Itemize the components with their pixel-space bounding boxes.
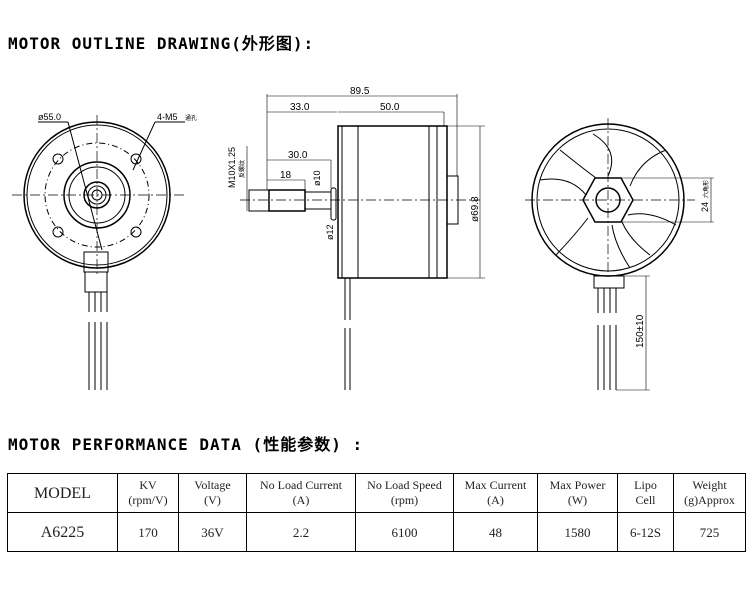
header-no-load-speed: No Load Speed(rpm) <box>355 473 454 513</box>
header-label: No Load Current <box>260 478 342 492</box>
holes-label: 4-M5 <box>157 112 178 122</box>
thread-spec: M10X1.25 <box>227 147 237 188</box>
cell-no-load-current: 2.2 <box>246 512 356 552</box>
mount-hole <box>52 153 64 165</box>
header-weight: Weight(g)Approx <box>673 473 746 513</box>
cell-kv: 170 <box>117 512 179 552</box>
lead-length-dim: 150±10 <box>635 314 646 348</box>
header-unit: (V) <box>204 493 221 507</box>
header-label: MODEL <box>34 484 91 502</box>
cell-no-load-speed: 6100 <box>355 512 454 552</box>
header-kv: KV(rpm/V) <box>117 473 179 513</box>
header-voltage: Voltage(V) <box>178 473 247 513</box>
header-unit: (W) <box>567 493 588 507</box>
thread-length-dim: 18 <box>280 170 292 181</box>
body-length-dim: 50.0 <box>380 102 400 113</box>
outline-heading: MOTOR OUTLINE DRAWING(外形图): <box>8 34 315 53</box>
cell-weight: 725 <box>673 512 746 552</box>
front-diameter-label: ø55.0 <box>38 112 61 122</box>
front-view: ø55.0 4-M5 通孔 <box>12 112 197 390</box>
mount-hole <box>130 226 142 238</box>
header-unit: (rpm/V) <box>128 493 168 507</box>
rear-view: 24 六角形 150±10 <box>525 118 714 391</box>
thread-note: 反螺纹 <box>238 160 246 178</box>
table-row: A6225 170 36V 2.2 6100 48 1580 6-12S 725 <box>7 512 746 552</box>
shaft-length-dim: 30.0 <box>288 150 308 161</box>
header-unit: (A) <box>292 493 310 507</box>
cell-max-power: 1580 <box>537 512 618 552</box>
cell-lipo-cell: 6-12S <box>617 512 674 552</box>
collar-diameter-dim: ø12 <box>325 224 335 240</box>
header-label: Weight <box>692 478 727 492</box>
performance-heading: MOTOR PERFORMANCE DATA (性能参数) : <box>8 435 364 454</box>
header-unit: (g)Approx <box>684 493 735 507</box>
table-header-row: MODEL KV(rpm/V) Voltage(V) No Load Curre… <box>7 473 746 513</box>
rear-lead-wires <box>597 288 617 390</box>
header-unit: (A) <box>487 493 504 507</box>
header-no-load-current: No Load Current(A) <box>246 473 356 513</box>
header-label: Max Power <box>549 478 606 492</box>
hex-size-dim: 24 <box>700 202 710 212</box>
side-view: 89.5 33.0 50.0 30.0 18 ø10 ø12 ø69.8 M10… <box>227 86 485 390</box>
holes-note: 通孔 <box>185 114 197 122</box>
cell-model: A6225 <box>7 512 118 552</box>
body-diameter-dim: ø69.8 <box>470 196 481 222</box>
lead-wires <box>88 292 108 390</box>
header-max-current: Max Current(A) <box>453 473 538 513</box>
hex-note: 六角形 <box>702 180 710 198</box>
outline-drawing: ø55.0 4-M5 通孔 <box>12 86 714 391</box>
shaft-diameter-dim: ø10 <box>312 170 322 186</box>
header-label: No Load Speed <box>367 478 442 492</box>
header-label: Voltage <box>194 478 231 492</box>
header-model: MODEL <box>7 473 118 513</box>
header-label: Max Current <box>464 478 527 492</box>
header-unit: Cell <box>635 493 656 507</box>
performance-table: MODEL KV(rpm/V) Voltage(V) No Load Curre… <box>7 473 746 552</box>
header-max-power: Max Power(W) <box>537 473 618 513</box>
header-unit: (rpm) <box>390 493 419 507</box>
mount-hole <box>52 226 64 238</box>
front-length-dim: 33.0 <box>290 102 310 113</box>
overall-length-dim: 89.5 <box>350 86 370 97</box>
cell-max-current: 48 <box>453 512 538 552</box>
cell-voltage: 36V <box>178 512 247 552</box>
header-label: Lipo <box>634 478 657 492</box>
header-label: KV <box>139 478 157 492</box>
